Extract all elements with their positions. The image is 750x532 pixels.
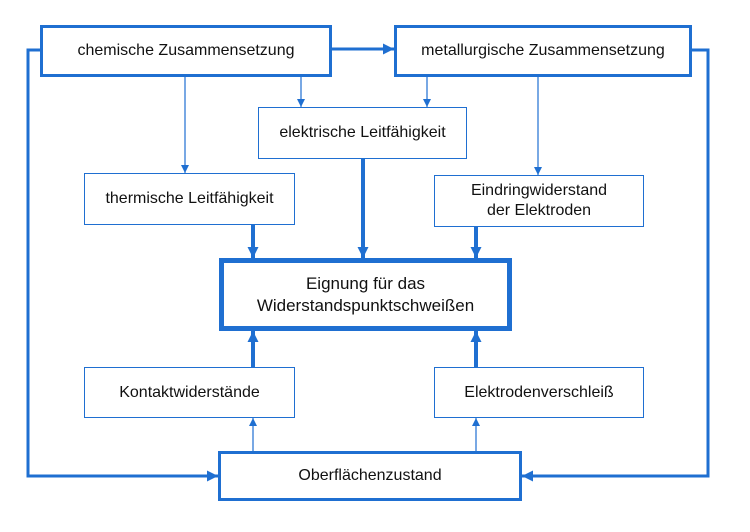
- node-chemical-composition: chemische Zusammensetzung: [40, 25, 332, 77]
- node-label-line2: Widerstandspunktschweißen: [256, 295, 475, 315]
- node-label: Oberflächenzustand: [298, 467, 442, 484]
- node-label-line2: der Elektroden: [486, 202, 592, 219]
- node-indentation-resistance: Eindringwiderstand der Elektroden: [434, 175, 644, 227]
- node-label: metallurgische Zusammensetzung: [421, 42, 665, 59]
- node-label: Elektrodenverschleiß: [464, 383, 614, 401]
- node-label: elektrische Leitfähigkeit: [279, 124, 446, 141]
- node-label-line1: Eindringwiderstand: [470, 182, 608, 199]
- arrow-chemical-to-surface: [26, 48, 218, 482]
- arrow-metallurgical-to-surface: [522, 48, 710, 482]
- node-label: chemische Zusammensetzung: [77, 42, 295, 59]
- node-metallurgical-composition: metallurgische Zusammensetzung: [394, 25, 692, 77]
- node-welding-suitability: Eignung für das Widerstandspunktschweiße…: [219, 258, 512, 331]
- node-label-line1: Eignung für das: [305, 273, 426, 293]
- node-electrode-wear: Elektrodenverschleiß: [434, 367, 644, 418]
- node-label: Kontaktwiderstände: [119, 383, 260, 401]
- node-label: thermische Leitfähigkeit: [105, 190, 274, 207]
- node-electrical-conductivity: elektrische Leitfähigkeit: [258, 107, 467, 159]
- node-surface-condition: Oberflächenzustand: [218, 451, 522, 501]
- node-thermal-conductivity: thermische Leitfähigkeit: [84, 173, 295, 225]
- node-contact-resistance: Kontaktwiderstände: [84, 367, 295, 418]
